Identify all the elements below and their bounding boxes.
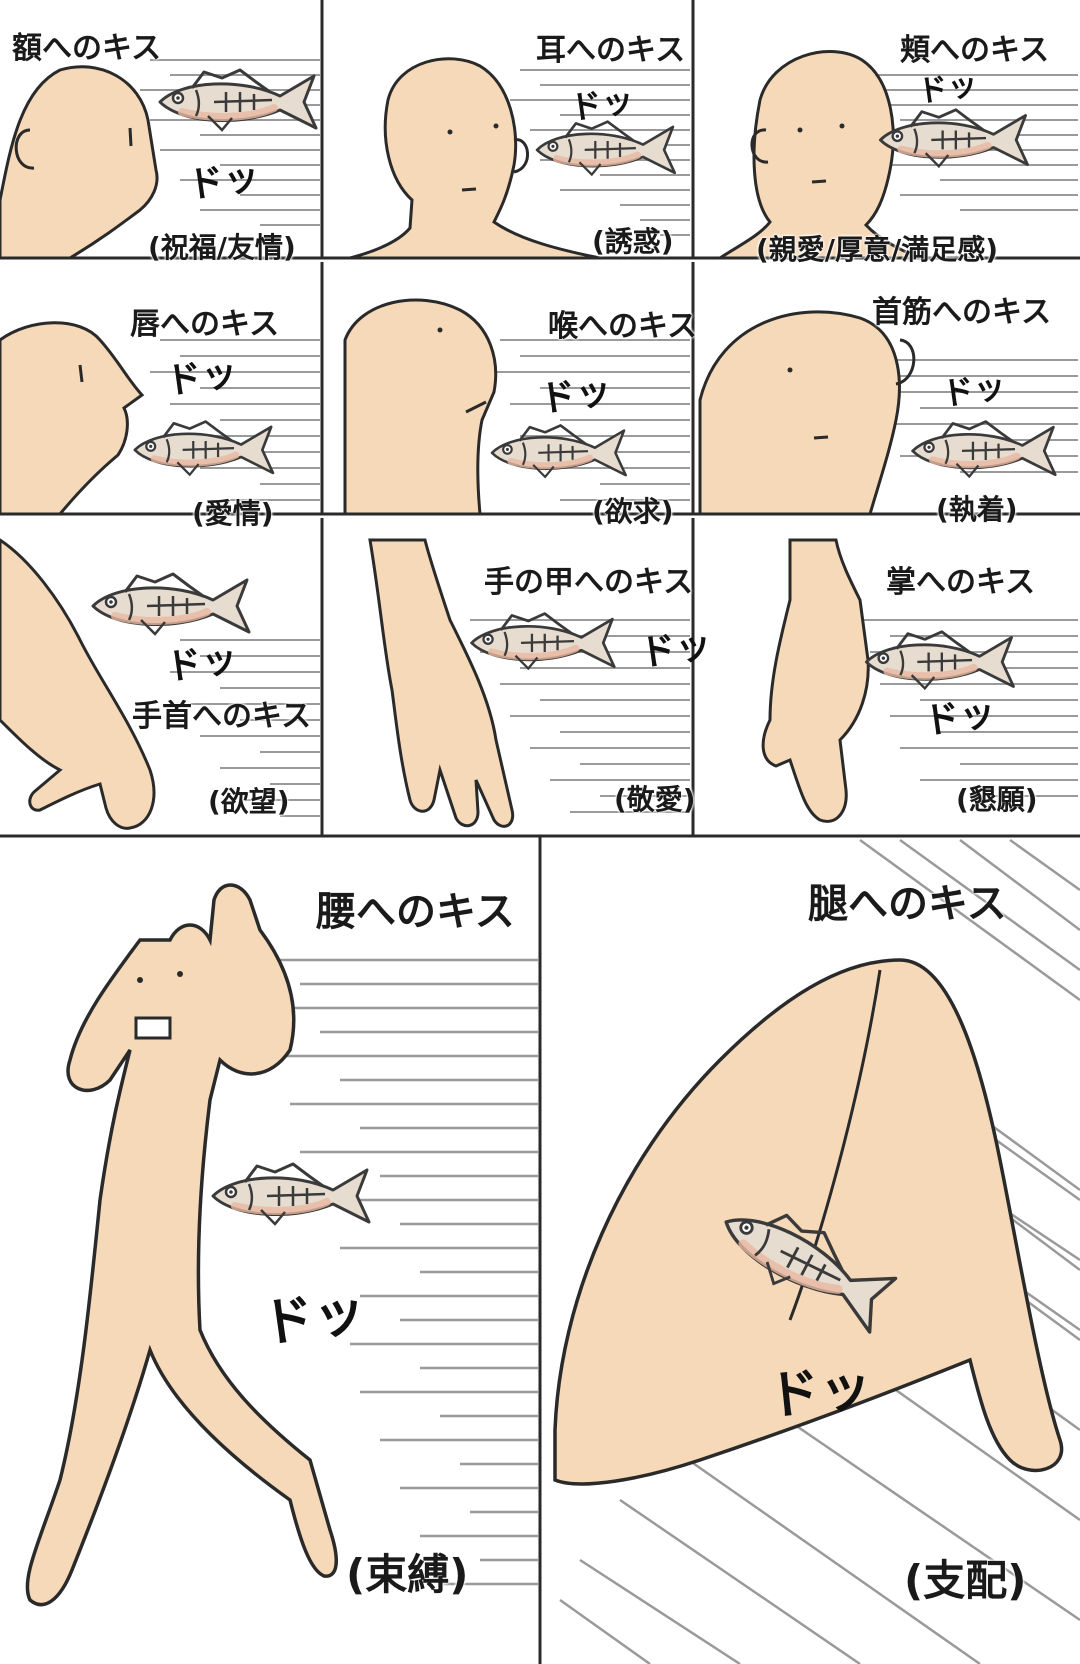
kiss-label-nape: 首筋へのキス (872, 295, 1052, 330)
meaning-label-palm: (懇願) (956, 783, 1038, 816)
speed-lines (270, 958, 538, 1586)
sfx-wrist: ドッ (163, 638, 241, 689)
kiss-label-lips: 唇へのキス (130, 307, 280, 342)
panel-cheek (696, 0, 1080, 260)
panel-back-of-hand (325, 518, 695, 836)
meaning-label-throat: (欲求) (592, 495, 674, 528)
kiss-label-forehead: 額へのキス (12, 31, 162, 66)
hand-figure (0, 538, 156, 830)
sfx-throat: ドッ (537, 370, 615, 421)
kiss-label-thigh: 腿へのキス (808, 881, 1007, 927)
sfx-ear: ドッ (567, 80, 637, 128)
meaning-label-back-of-hand: (敬愛) (614, 783, 696, 816)
head-figure (714, 50, 921, 260)
panel-forehead (0, 0, 324, 260)
meaning-label-nape: (執着) (936, 493, 1018, 526)
sfx-palm: ドッ (921, 692, 999, 743)
head-figure (349, 57, 601, 260)
leg-figure (553, 958, 1064, 1486)
body-figure (25, 883, 338, 1607)
hand-figure (368, 538, 515, 828)
panel-wrist (0, 518, 324, 836)
kiss-label-throat: 喉へのキス (548, 309, 698, 344)
speed-lines (170, 639, 320, 817)
speed-lines (150, 339, 320, 501)
sfx-lips: ドッ (163, 352, 241, 403)
kiss-label-waist: 腰へのキス (316, 889, 515, 935)
kiss-label-back-of-hand: 手の甲へのキス (484, 565, 694, 600)
sfx-thigh: ドッ (765, 1356, 875, 1428)
meaning-label-wrist: (欲望) (208, 785, 290, 818)
kiss-label-cheek: 頬へのキス (900, 33, 1050, 68)
panel-waist (0, 836, 542, 1664)
panel-nape (696, 262, 1080, 516)
head-figure (698, 310, 901, 516)
sfx-nape: ドッ (939, 366, 1009, 414)
sfx-back-of-hand: ドッ (637, 624, 715, 675)
meaning-label-cheek: (親愛/厚意/満足感) (756, 233, 999, 266)
panel-thigh (543, 838, 1080, 1664)
sfx-cheek: ドッ (915, 66, 981, 111)
head-figure (0, 321, 145, 516)
meaning-label-forehead: (祝福/友情) (148, 231, 296, 264)
meaning-label-waist: (束縛) (346, 1550, 469, 1599)
meaning-label-thigh: (支配) (904, 1556, 1027, 1605)
sfx-forehead: ドッ (185, 156, 263, 207)
head-figure (0, 65, 159, 260)
meaning-label-ear: (誘惑) (592, 225, 674, 258)
panel-throat (325, 262, 695, 516)
panel-ear (325, 0, 695, 260)
kiss-label-ear: 耳へのキス (536, 33, 686, 68)
meaning-label-lips: (愛情) (192, 497, 274, 530)
hand-figure (761, 538, 870, 823)
speed-lines (870, 359, 1078, 473)
sfx-waist: ドッ (258, 1281, 370, 1355)
panel-palm (696, 518, 1080, 836)
panel-lips (0, 262, 324, 516)
kiss-label-wrist: 手首へのキス (132, 699, 312, 734)
head-figure (343, 298, 498, 516)
kiss-label-palm: 掌へのキス (886, 565, 1036, 600)
